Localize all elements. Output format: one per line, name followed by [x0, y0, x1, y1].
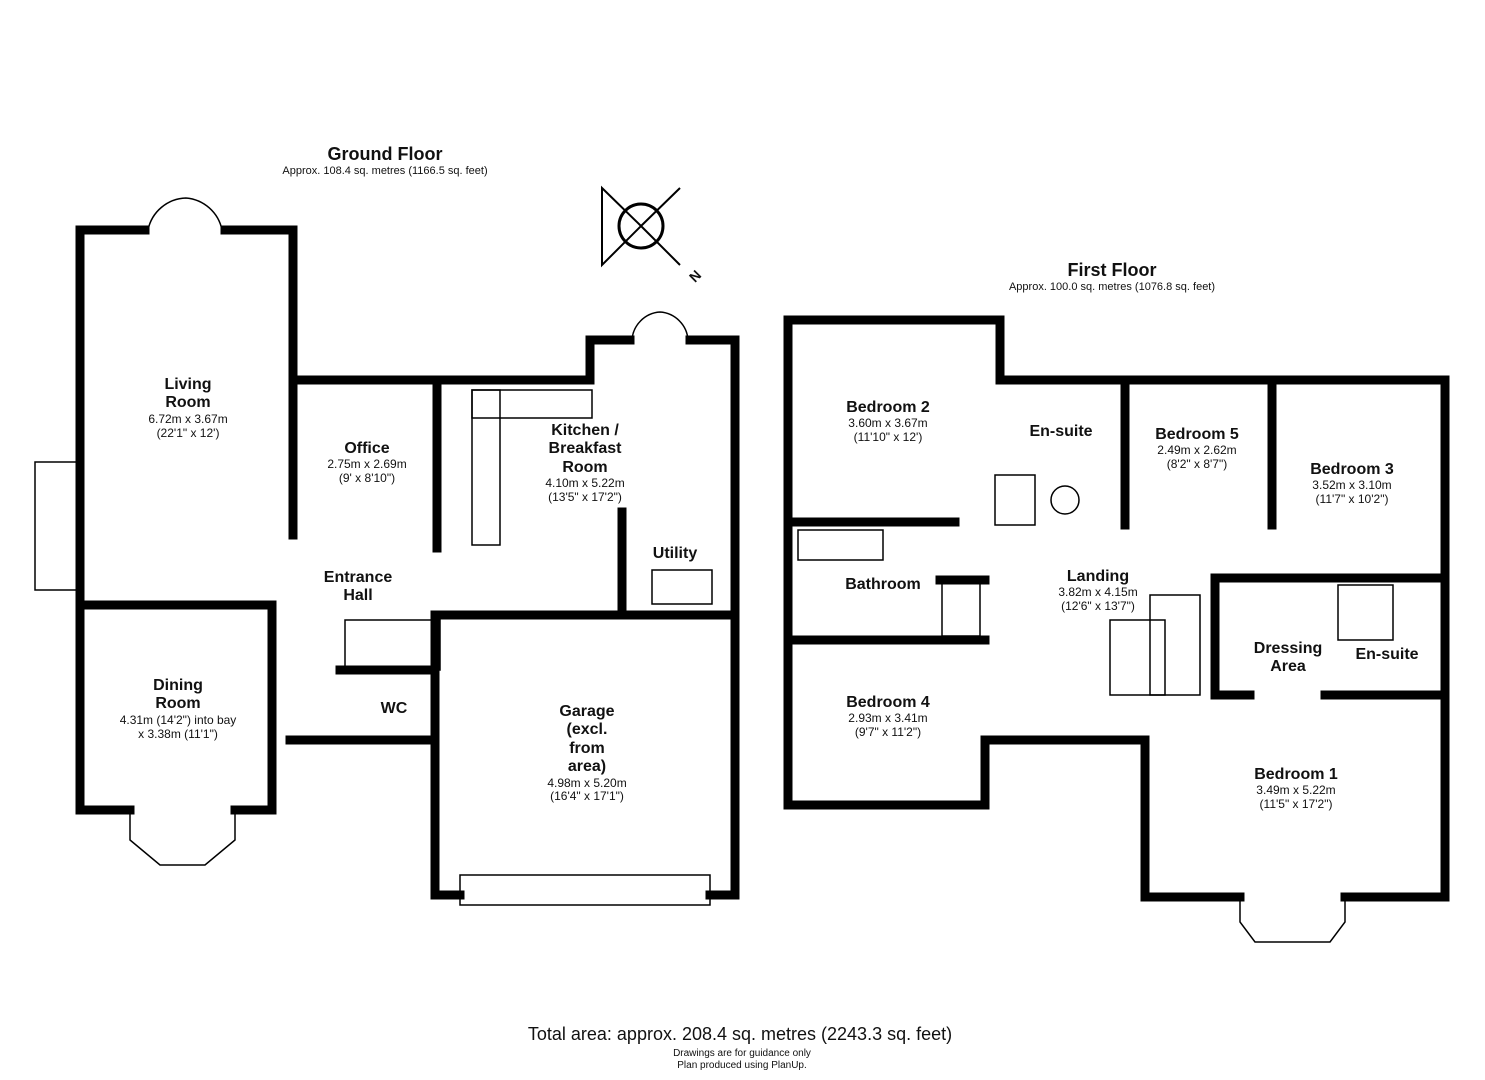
room-name: En-suite [1029, 423, 1093, 440]
room-dimensions: 6.72m x 3.67m (22'1" x 12') [148, 411, 228, 440]
room-label: Utility [653, 545, 697, 563]
room-dimensions: 4.10m x 5.22m (13'5" x 17'2") [545, 476, 625, 504]
first-floor-area: Approx. 100.0 sq. metres (1076.8 sq. fee… [1008, 280, 1216, 293]
room-name: Landing [1066, 568, 1130, 585]
room-dimensions: 4.98m x 5.20m (16'4" x 17'1") [547, 775, 627, 804]
room-name: Bedroom 2 [846, 399, 930, 416]
first-floor-title: First Floor [1067, 260, 1157, 280]
room-dimensions: 3.49m x 5.22m (11'5" x 17'2") [1256, 783, 1336, 812]
room-name: Dressing Area [1253, 640, 1323, 676]
room-dimensions: 2.75m x 2.69m (9' x 8'10") [327, 457, 407, 486]
room-dimensions: 2.93m x 3.41m (9'7" x 11'2") [848, 711, 928, 740]
room-label: En-suite [1355, 646, 1418, 664]
room-name: En-suite [1355, 646, 1419, 663]
room-name: WC [380, 700, 408, 717]
room-name: Utility [652, 545, 698, 562]
ground-floor-header: Ground Floor Approx. 108.4 sq. metres (1… [282, 144, 487, 177]
room-dimensions: 2.49m x 2.62m (8'2" x 8'7") [1157, 443, 1237, 472]
ground-floor-walls [75, 225, 740, 900]
room-name: Bedroom 3 [1310, 461, 1394, 478]
room-dimensions: 3.52m x 3.10m (11'7" x 10'2") [1312, 478, 1392, 507]
room-dimensions: 3.82m x 4.15m (12'6" x 13'7") [1058, 585, 1138, 614]
room-name: Kitchen / Breakfast Room [548, 422, 622, 476]
first-floor-header: First Floor Approx. 100.0 sq. metres (10… [1009, 260, 1215, 293]
ground-floor-fixtures [34, 197, 713, 906]
room-name: Garage (excl. from area) [559, 703, 615, 776]
room-name: Bathroom [845, 576, 921, 593]
room-name: Office [344, 440, 390, 457]
room-label: Dressing Area [1254, 640, 1322, 677]
room-name: Entrance Hall [323, 569, 393, 605]
room-name: Bedroom 1 [1254, 766, 1338, 783]
first-floor-walls [783, 315, 1450, 902]
room-label: Bathroom [845, 576, 921, 594]
room-name: Bedroom 5 [1155, 426, 1239, 443]
ground-floor-area: Approx. 108.4 sq. metres (1166.5 sq. fee… [282, 164, 488, 177]
produced-by: Plan produced using PlanUp. [677, 1060, 807, 1071]
total-area: Total area: approx. 208.4 sq. metres (22… [527, 1024, 953, 1044]
room-name: Bedroom 4 [846, 694, 930, 711]
ground-floor-title: Ground Floor [327, 144, 443, 164]
room-label: Entrance Hall [324, 569, 392, 606]
room-label: WC [381, 700, 408, 718]
room-label: Garage (excl. from area)4.98m x 5.20m (1… [547, 703, 626, 804]
room-name: Dining Room [153, 677, 203, 713]
room-dimensions: 4.31m (14'2") into bay x 3.38m (11'1") [119, 712, 237, 741]
room-dimensions: 3.60m x 3.67m (11'10" x 12') [848, 416, 928, 445]
room-name: Living Room [164, 376, 212, 412]
room-label: En-suite [1029, 423, 1092, 441]
first-floor-fixtures [601, 185, 1394, 943]
disclaimer: Drawings are for guidance only [673, 1048, 811, 1059]
